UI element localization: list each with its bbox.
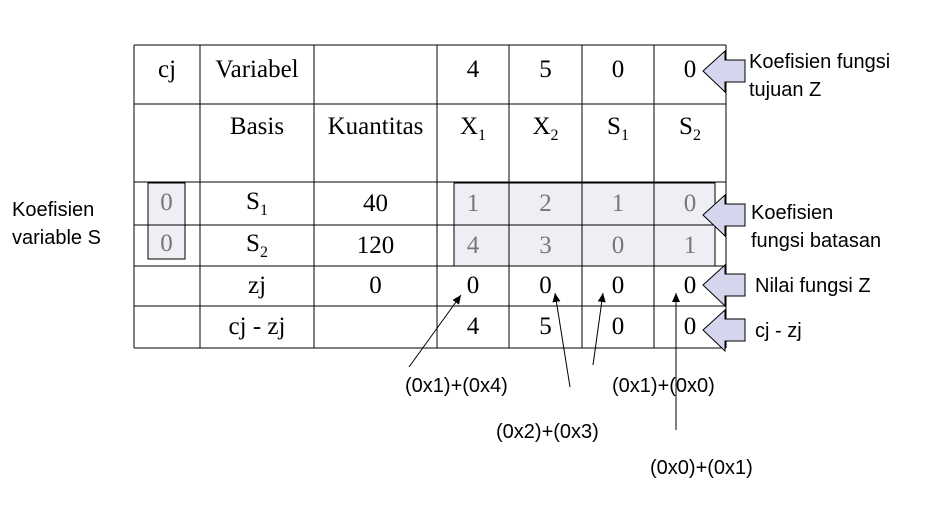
annotation-slack-line2: variable S: [12, 227, 101, 249]
cj-basis-s2: 0: [160, 230, 173, 257]
block-arrow-constraint: [702, 193, 746, 238]
calc-s1: (0x1)+(0x0): [612, 375, 715, 397]
cjzj-s1: 0: [611, 313, 625, 340]
zj-kuantitas: 0: [369, 272, 382, 299]
annotation-slack-line1: Koefisien: [12, 199, 95, 221]
cj-s2: 0: [683, 56, 697, 83]
annotation-objective-line2: tujuan Z: [749, 79, 822, 101]
coef-s1-s2: 0: [683, 189, 697, 217]
slack-coefficient-box: [147, 182, 186, 260]
cjzj-s2: 0: [683, 313, 697, 340]
coef-s2-x1: 4: [466, 231, 480, 259]
kuantitas-s1: 40: [363, 189, 388, 217]
cj-basis-s1: 0: [160, 189, 173, 216]
pointer-zj-x1: [408, 294, 462, 368]
annotation-cj-zj: cj - zj: [755, 320, 802, 342]
cj-x1: 4: [466, 56, 480, 83]
header-cj: cj: [157, 56, 177, 83]
label-cj-zj: cj - zj: [228, 313, 286, 340]
zj-s2: 0: [683, 272, 697, 299]
coef-s2-x2: 3: [539, 231, 552, 259]
block-arrow-cj-zj: [702, 308, 746, 353]
annotation-objective-line1: Koefisien fungsi: [749, 51, 891, 73]
label-zj: zj: [247, 272, 267, 299]
calc-s2: (0x0)+(0x1): [650, 457, 753, 479]
annotation-constraint-line1: Koefisien: [751, 202, 834, 224]
cjzj-x2: 5: [539, 313, 552, 340]
kuantitas-s2: 120: [356, 231, 395, 259]
coef-s2-s2: 1: [683, 231, 697, 259]
header-variabel: Variabel: [215, 56, 299, 83]
header-kuantitas: Kuantitas: [327, 113, 424, 140]
pointer-zj-s1: [592, 292, 606, 366]
annotation-zj: Nilai fungsi Z: [755, 275, 871, 297]
coef-s1-x1: 1: [466, 189, 480, 217]
cj-s1: 0: [611, 56, 625, 83]
block-arrow-objective: [702, 49, 746, 94]
annotation-constraint-line2: fungsi batasan: [751, 230, 882, 252]
zj-x1: 0: [466, 272, 480, 299]
calc-x2: (0x2)+(0x3): [496, 421, 599, 443]
calc-x1: (0x1)+(0x4): [405, 375, 508, 397]
zj-x2: 0: [539, 272, 552, 299]
pointer-zj-x2: [552, 292, 571, 388]
coef-s1-x2: 2: [539, 189, 552, 217]
block-arrow-zj: [702, 263, 746, 308]
cjzj-x1: 4: [466, 313, 480, 340]
cj-x2: 5: [539, 56, 552, 83]
zj-s1: 0: [611, 272, 625, 299]
coef-s2-s1: 0: [611, 231, 625, 259]
header-basis: Basis: [229, 113, 285, 140]
coef-s1-s1: 1: [611, 189, 625, 217]
